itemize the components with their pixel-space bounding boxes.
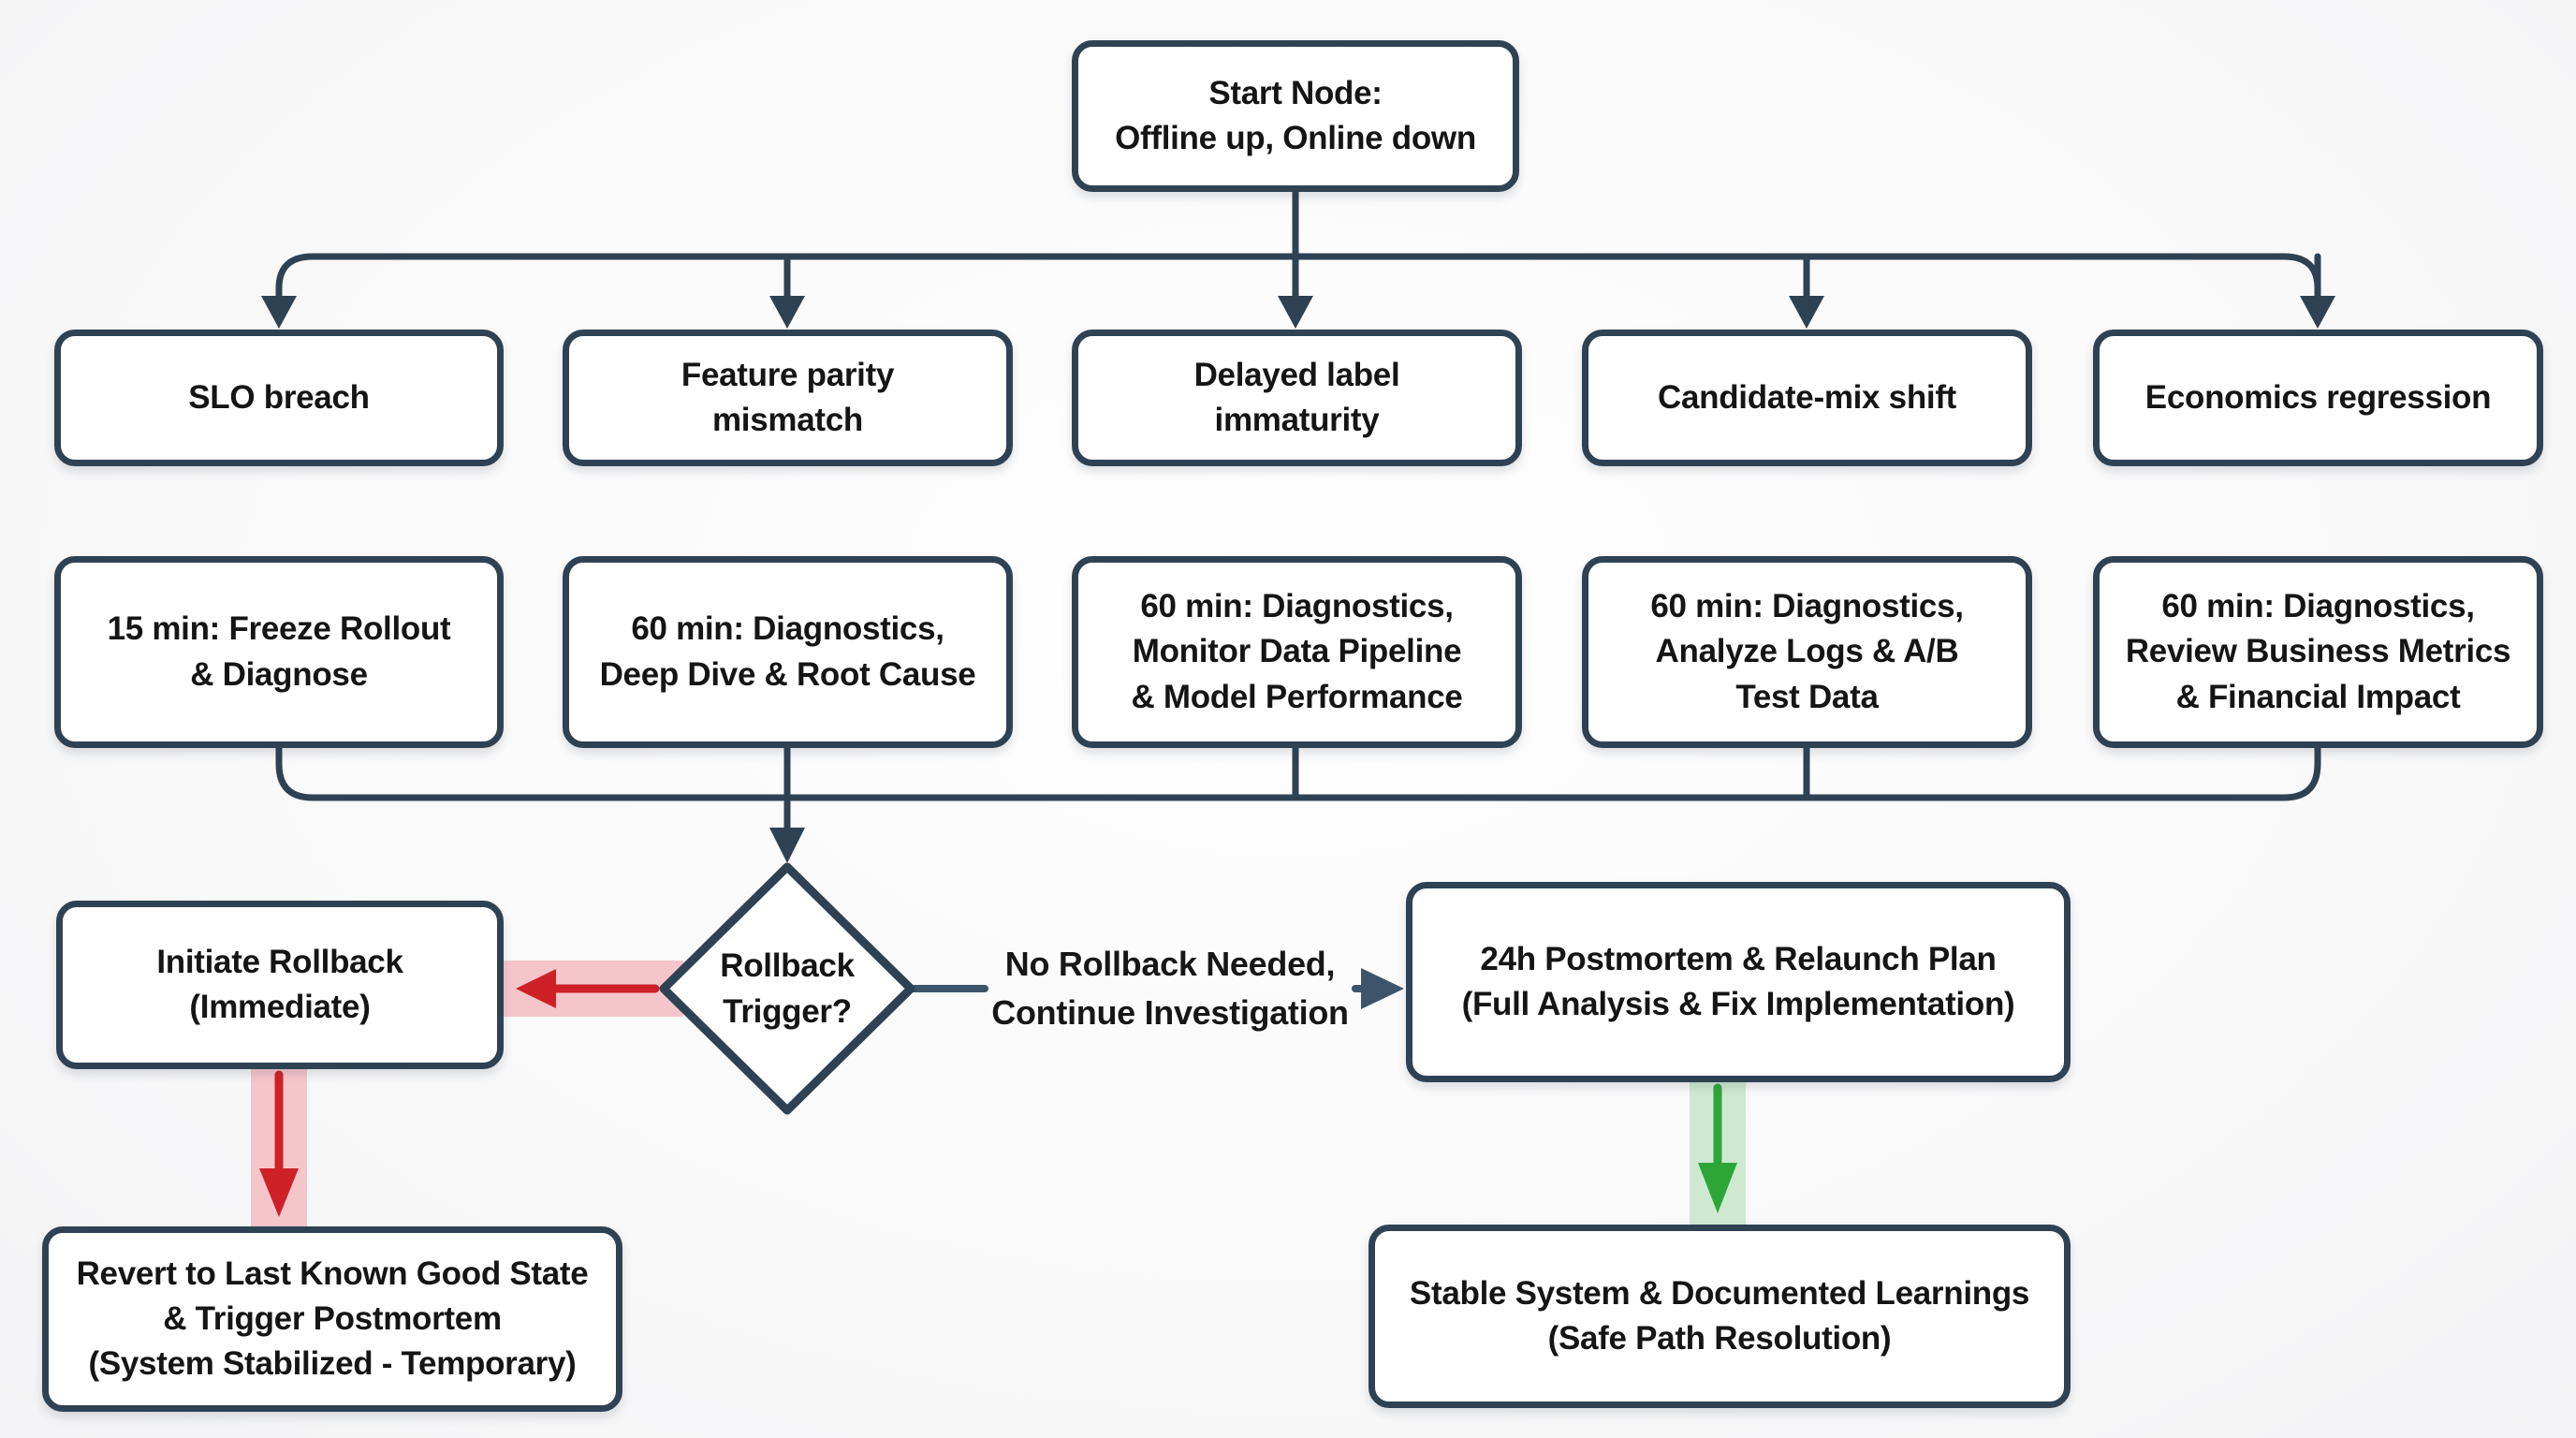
action-monitor-data-pipeline: 60 min: Diagnostics, Monitor Data Pipeli… <box>1072 556 1522 748</box>
stable-system-node: Stable System & Documented Learnings (Sa… <box>1368 1225 2071 1408</box>
action-review-business-metrics: 60 min: Diagnostics, Review Business Met… <box>2093 556 2543 748</box>
top-bus-connector <box>275 188 2321 307</box>
trigger-delayed-label-immaturity: Delayed label immaturity <box>1072 330 1522 466</box>
rollback-arrow-down <box>251 1069 307 1226</box>
rollback-arrow-left <box>504 961 683 1017</box>
no-rollback-arrow-right <box>907 968 1404 1009</box>
trigger-slo-breach: SLO breach <box>54 330 504 466</box>
converge-bus-connector <box>275 744 2321 833</box>
decision-diamond-shape <box>659 862 915 1115</box>
action-freeze-rollout: 15 min: Freeze Rollout & Diagnose <box>54 556 504 748</box>
trigger-candidate-mix-shift: Candidate-mix shift <box>1582 330 2032 466</box>
decision-entry-arrowhead <box>769 828 805 863</box>
trigger-feature-parity-mismatch: Feature parity mismatch <box>563 330 1013 466</box>
action-analyze-logs-ab-test: 60 min: Diagnostics, Analyze Logs & A/B … <box>1582 556 2032 748</box>
start-node: Start Node: Offline up, Online down <box>1072 40 1519 192</box>
postmortem-relaunch-plan-node: 24h Postmortem & Relaunch Plan (Full Ana… <box>1406 882 2071 1082</box>
trigger-economics-regression: Economics regression <box>2093 330 2543 466</box>
action-deep-dive-root-cause: 60 min: Diagnostics, Deep Dive & Root Ca… <box>563 556 1013 748</box>
safe-arrow-down <box>1690 1082 1746 1225</box>
revert-last-known-good-node: Revert to Last Known Good State & Trigge… <box>42 1226 622 1412</box>
no-rollback-edge-label: No Rollback Needed, Continue Investigati… <box>991 944 1349 1032</box>
decision-rollback-trigger: Rollback Trigger? <box>720 947 855 1030</box>
top-arrowheads <box>261 296 2335 329</box>
initiate-rollback-node: Initiate Rollback (Immediate) <box>56 901 504 1069</box>
